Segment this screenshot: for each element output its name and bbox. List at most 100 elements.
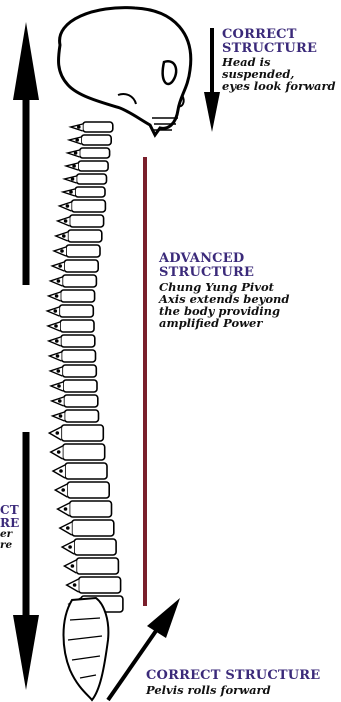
spinous-process <box>52 397 64 406</box>
vertebra-notch <box>59 414 63 418</box>
vertebra-notch <box>71 177 75 181</box>
vertebra <box>68 230 102 242</box>
pelvis-label: CORRECT STRUCTURE Pelvis rolls forward <box>146 669 320 696</box>
vertebra <box>83 122 113 132</box>
spinous-process <box>55 484 67 497</box>
pelvis-sub: Pelvis rolls forward <box>146 684 320 696</box>
left-heading-line1: CT <box>0 504 20 517</box>
vertebra-notch <box>77 125 81 129</box>
vertebra-notch <box>60 249 64 253</box>
spinous-process <box>49 292 61 301</box>
vertebra-notch <box>57 450 61 454</box>
vertebra-notch <box>74 151 78 155</box>
vertebra <box>61 290 95 302</box>
spinous-process <box>51 382 63 391</box>
spinous-process <box>47 307 59 316</box>
spinous-process <box>50 277 62 286</box>
vertebra-notch <box>55 294 59 298</box>
spinous-process <box>50 367 62 376</box>
vertebra <box>59 305 93 317</box>
spinous-process <box>58 217 70 226</box>
skull-icon <box>58 8 190 135</box>
vertebra-notch <box>66 204 70 208</box>
axis-label: ADVANCED STRUCTURE Chung Yung Pivot Axis… <box>159 252 289 330</box>
vertebra <box>65 463 107 479</box>
vertebra-notch <box>73 583 77 587</box>
spinous-process <box>64 560 76 573</box>
spinous-process <box>66 163 78 170</box>
pelvis-heading: CORRECT STRUCTURE <box>146 669 320 683</box>
head-sub-line2: eyes look forward <box>222 80 341 92</box>
vertebra <box>67 482 109 498</box>
vertebra-notch <box>54 309 58 313</box>
vertebra <box>81 135 111 145</box>
spinous-process <box>50 352 62 361</box>
spinous-process <box>58 503 70 516</box>
vertebra-notch <box>56 431 60 435</box>
spinous-process <box>51 446 63 459</box>
vertebra-notch <box>75 138 79 142</box>
vertebra <box>70 501 112 517</box>
vertebra-notch <box>69 190 73 194</box>
vertebra-notch <box>61 488 65 492</box>
axis-heading-line1: ADVANCED <box>159 252 289 266</box>
sacrum <box>64 598 109 700</box>
vertebra-notch <box>57 369 61 373</box>
vertebra <box>62 275 96 287</box>
axis-sub-line4: amplified Power <box>159 317 289 329</box>
vertebra <box>66 245 100 257</box>
head-heading-line1: CORRECT <box>222 28 341 42</box>
axis-heading-line2: STRUCTURE <box>159 266 289 280</box>
vertebra-notch <box>55 339 59 343</box>
vertebra-notch <box>58 399 62 403</box>
vertebra <box>62 365 96 377</box>
spinous-process <box>52 262 64 271</box>
spinous-process <box>54 247 66 256</box>
vertebra <box>61 335 95 347</box>
vertebra <box>64 395 98 407</box>
spine-skeleton-illustration <box>47 122 123 700</box>
vertebra-notch <box>59 469 63 473</box>
vertebra-notch <box>62 234 66 238</box>
vertebra <box>65 410 99 422</box>
vertebra <box>77 174 107 184</box>
vertebra <box>75 187 105 197</box>
left-sub-line2: re <box>0 540 20 551</box>
spinous-process <box>60 522 72 535</box>
vertebra <box>76 558 118 574</box>
vertebra-notch <box>58 264 62 268</box>
spinous-process <box>68 150 80 157</box>
vertebra-notch <box>64 507 68 511</box>
spinous-process <box>71 124 83 131</box>
head-sub-line1: Head is suspended, <box>222 56 341 80</box>
left-cropped-label: CT RE er re <box>0 504 20 551</box>
vertebra-notch <box>57 279 61 283</box>
vertebra <box>79 577 121 593</box>
vertebra <box>80 148 110 158</box>
vertebra <box>78 161 108 171</box>
vertebra <box>62 350 96 362</box>
spinous-process <box>63 189 75 196</box>
vertebra-notch <box>54 324 58 328</box>
vertebra-notch <box>64 219 68 223</box>
vertebra <box>63 380 97 392</box>
spinous-process <box>53 465 65 478</box>
vertebra-notch <box>72 164 76 168</box>
spinous-process <box>67 579 79 592</box>
arrow-down-icon <box>13 432 39 690</box>
vertebra <box>61 425 103 441</box>
vertebra <box>70 215 104 227</box>
vertebra <box>64 260 98 272</box>
spinous-process <box>48 322 60 331</box>
arrow-up-icon <box>13 22 39 285</box>
spinous-process <box>59 202 71 211</box>
spinous-process <box>49 427 61 440</box>
vertebra <box>63 444 105 460</box>
spinous-process <box>62 541 74 554</box>
vertebra <box>71 200 105 212</box>
vertebra-notch <box>66 526 70 530</box>
spinous-process <box>65 176 77 183</box>
spinous-process <box>69 137 81 144</box>
